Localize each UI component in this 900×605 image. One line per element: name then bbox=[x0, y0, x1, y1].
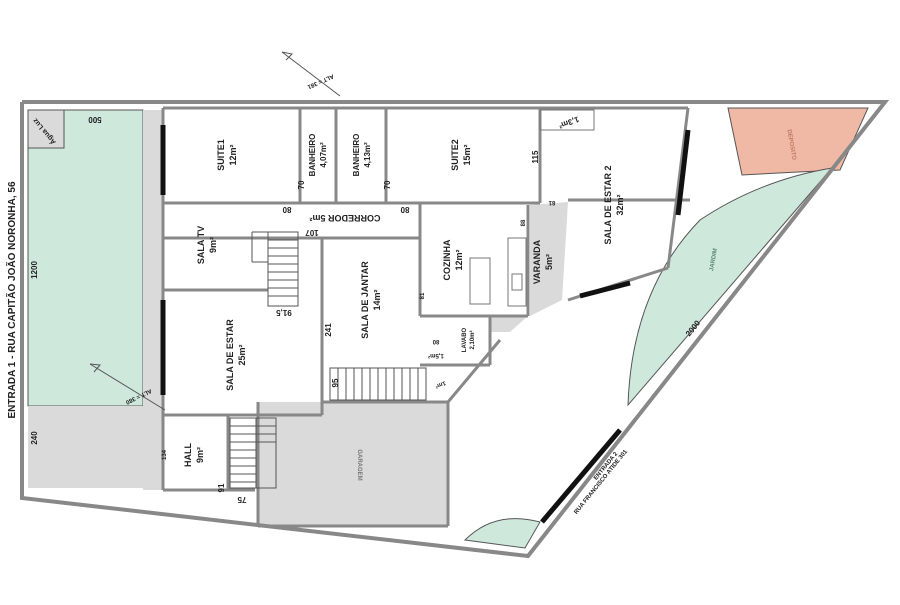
bottom-garden bbox=[463, 518, 541, 549]
room-cozinha-name: COZINHA bbox=[442, 239, 452, 280]
room-lavabo-area: 2,10m² bbox=[469, 330, 476, 349]
room-sala-estar: SALA DE ESTAR 25m² bbox=[225, 319, 247, 391]
room-cozinha: COZINHA 12m² bbox=[442, 239, 464, 280]
bottom-left-area bbox=[28, 406, 163, 488]
room-sala-estar-2-name: SALA DE ESTAR 2 bbox=[603, 165, 613, 244]
dim-91: 91 bbox=[217, 483, 226, 492]
room-varanda-name: VARANDA bbox=[532, 239, 542, 284]
room-corredor-label: CORREDOR 5m² bbox=[309, 213, 380, 223]
room-sala-tv-area: 9m² bbox=[208, 237, 218, 253]
room-sala-jantar-area: 14m² bbox=[372, 289, 382, 310]
room-banheiro-2-area: 4,13m² bbox=[363, 142, 372, 168]
room-suite2: SUITE2 15m² bbox=[450, 139, 472, 171]
staircase-hall bbox=[229, 417, 277, 489]
dim-240: 240 bbox=[30, 431, 39, 445]
room-banheiro-2: BANHEIRO 4,13m² bbox=[352, 134, 372, 177]
room-cozinha-area: 12m² bbox=[454, 249, 464, 270]
staircase-lower bbox=[329, 367, 427, 401]
utility-box bbox=[27, 109, 65, 149]
dim-1-3m: 1,3m² bbox=[557, 115, 580, 131]
entrance-2-line2: RUA FRANCISCO ATIDE 301 bbox=[573, 449, 629, 516]
kitchen-fixtures bbox=[469, 109, 595, 307]
dim-80b: 80 bbox=[400, 205, 409, 214]
window-openings bbox=[160, 125, 691, 524]
dim-241: 241 bbox=[324, 323, 333, 337]
zone-jardim: JARDIM bbox=[709, 248, 719, 272]
dim-80a: 80 bbox=[282, 205, 291, 214]
room-banheiro-1: BANHEIRO 4,07m² bbox=[308, 134, 328, 177]
zone-deposito: DEPOSITO bbox=[785, 129, 796, 161]
staircase-upper bbox=[251, 231, 299, 307]
dim-1-5m: 1,5m² bbox=[428, 352, 444, 359]
dim-1200: 1200 bbox=[30, 261, 39, 279]
room-hall: HALL 9m² bbox=[183, 443, 205, 467]
side-corridor bbox=[143, 110, 163, 490]
room-suite1: SUITE1 12m² bbox=[216, 139, 238, 171]
dim-134: 134 bbox=[162, 449, 168, 460]
room-varanda-area: 5m² bbox=[544, 254, 554, 270]
room-hall-name: HALL bbox=[183, 443, 193, 467]
room-suite2-area: 15m² bbox=[462, 144, 472, 165]
room-suite2-name: SUITE2 bbox=[450, 139, 460, 171]
room-sala-tv: SALA TV 9m² bbox=[196, 226, 218, 264]
room-lavabo-name: LAVABO bbox=[462, 327, 468, 352]
dim-81a: 81 bbox=[548, 199, 555, 205]
deposit-area bbox=[727, 107, 869, 176]
dim-88: 88 bbox=[521, 219, 527, 226]
dim-95: 95 bbox=[331, 378, 340, 387]
entrance-1-label: ENTRADA 1 - RUA CAPITÃO JOÃO NORONHA, 56 bbox=[5, 181, 18, 418]
zone-garagem: GARAGEM bbox=[356, 449, 362, 480]
dim-115: 115 bbox=[531, 150, 540, 163]
room-suite1-area: 12m² bbox=[228, 144, 238, 165]
room-sala-jantar-name: SALA DE JANTAR bbox=[360, 261, 370, 339]
dim-81b: 81 bbox=[420, 292, 426, 299]
room-banheiro-1-name: BANHEIRO bbox=[308, 134, 317, 177]
dim-70b: 70 bbox=[383, 180, 392, 189]
dim-75: 75 bbox=[237, 495, 246, 504]
dim-1m: 1m² bbox=[434, 379, 446, 389]
room-banheiro-1-area: 4,07m² bbox=[319, 142, 328, 168]
dim-70a: 70 bbox=[297, 180, 306, 189]
dim-107: 107 bbox=[305, 228, 319, 237]
dim-500: 500 bbox=[88, 115, 102, 124]
garage-area bbox=[258, 402, 448, 526]
level-arrows bbox=[89, 51, 341, 411]
room-sala-estar-area: 25m² bbox=[237, 344, 247, 365]
alt-top-label: ALT = 381 bbox=[306, 72, 335, 89]
room-sala-jantar: SALA DE JANTAR 14m² bbox=[360, 261, 382, 339]
room-sala-estar-name: SALA DE ESTAR bbox=[225, 319, 235, 391]
kitchen-step bbox=[490, 316, 528, 332]
room-suite1-name: SUITE1 bbox=[216, 139, 226, 171]
room-varanda: VARANDA 5m² bbox=[532, 239, 554, 284]
right-garden bbox=[627, 167, 834, 407]
room-sala-tv-name: SALA TV bbox=[196, 226, 206, 264]
lot-boundary bbox=[20, 100, 890, 559]
dim-91-5: 91,5 bbox=[276, 308, 292, 317]
dim-80c: 80 bbox=[432, 338, 439, 344]
varanda-area bbox=[530, 202, 568, 316]
room-hall-area: 9m² bbox=[195, 447, 205, 463]
room-banheiro-2-name: BANHEIRO bbox=[352, 134, 361, 177]
room-sala-estar-2: SALA DE ESTAR 2 32m² bbox=[603, 165, 625, 244]
left-garden bbox=[27, 109, 144, 407]
room-sala-estar-2-area: 32m² bbox=[615, 194, 625, 215]
room-lavabo: LAVABO 2,10m² bbox=[462, 327, 476, 352]
